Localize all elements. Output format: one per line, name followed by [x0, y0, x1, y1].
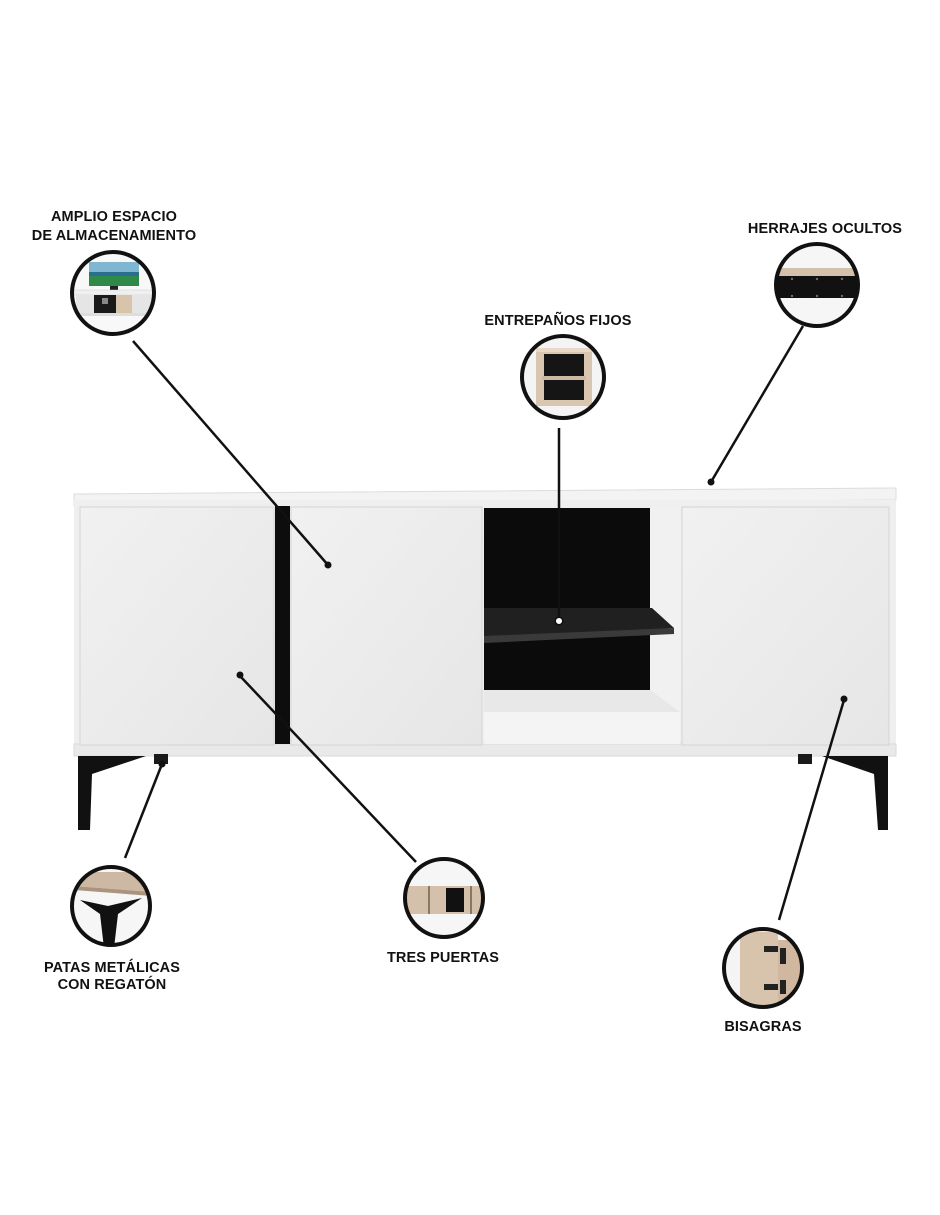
handle-strip — [275, 506, 290, 744]
door-right — [681, 506, 890, 746]
leader-lines — [123, 325, 846, 921]
hidden-hardware-icon — [774, 242, 860, 328]
hinges-label-line1: BISAGRAS — [724, 1019, 802, 1035]
legs-label-line1: PATAS METÁLICAS — [43, 960, 181, 976]
storage-label-line2: DE ALMACENAMIENTO — [31, 228, 197, 244]
callout-doors-label: TRES PUERTAS — [363, 949, 523, 968]
open-compartment — [484, 508, 680, 744]
cabinet-legs — [78, 754, 888, 830]
tv-cabinet-icon — [70, 250, 156, 336]
metal-leg-icon — [70, 865, 152, 947]
leader-dots — [158, 478, 848, 768]
hardware-label-line1: HERRAJES OCULTOS — [747, 221, 903, 237]
tv-cabinet — [73, 487, 897, 830]
legs-label-line2: CON REGATÓN — [57, 977, 167, 993]
door-left — [79, 506, 275, 746]
storage-label-line1: AMPLIO ESPACIO — [50, 209, 177, 225]
shelf-icon — [520, 334, 606, 420]
doors-label-line1: TRES PUERTAS — [386, 950, 500, 966]
door-middle — [290, 506, 483, 746]
callout-hardware-label: HERRAJES OCULTOS — [735, 220, 915, 239]
callout-hinges-label: BISAGRAS — [693, 1018, 833, 1037]
callout-storage-label: AMPLIO ESPACIO DE ALMACENAMIENTO — [14, 208, 214, 246]
hinge-icon — [722, 927, 804, 1009]
callout-legs-label: PATAS METÁLICAS CON REGATÓN — [22, 960, 202, 994]
callout-shelves-label: ENTREPAÑOS FIJOS — [468, 312, 648, 331]
shelves-label-line1: ENTREPAÑOS FIJOS — [484, 313, 632, 329]
doors-icon — [403, 857, 485, 939]
